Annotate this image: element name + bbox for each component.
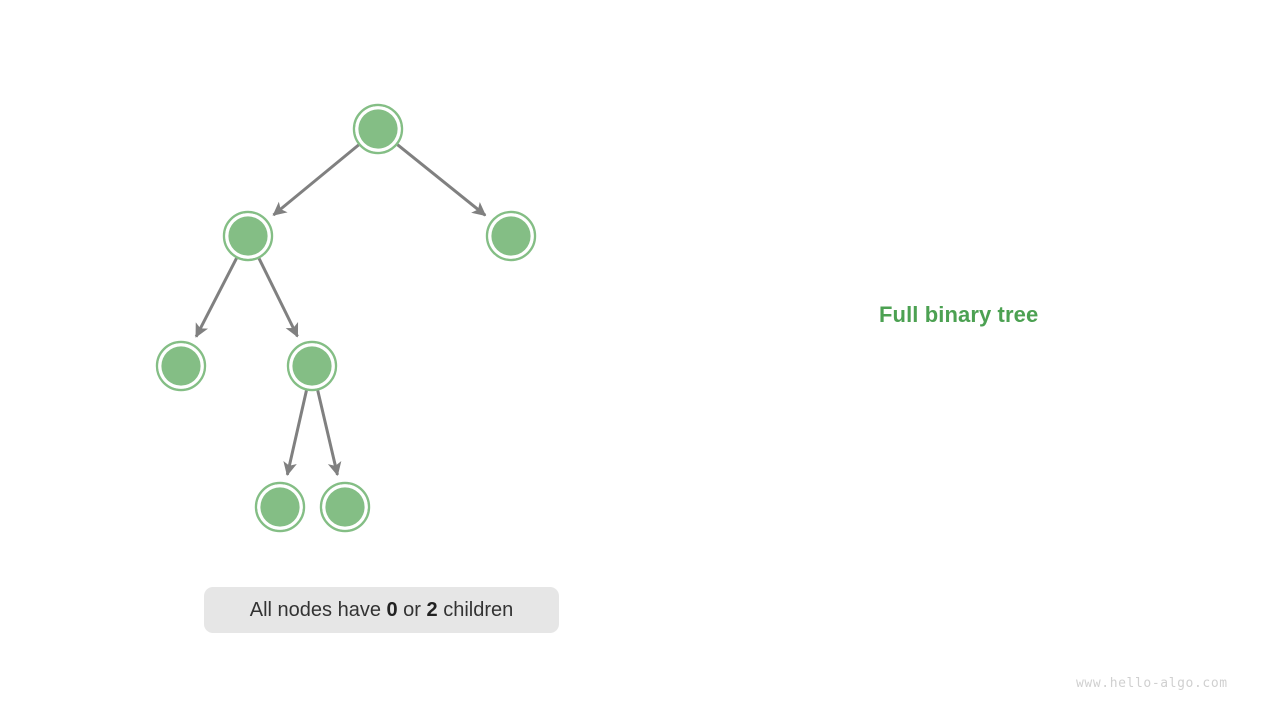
tree-node-fill xyxy=(292,346,332,386)
tree-node-inner-ring xyxy=(289,343,335,389)
tree-edge xyxy=(272,143,360,217)
tree-node-outer-ring xyxy=(254,481,306,533)
tree-node-fill xyxy=(228,216,268,256)
tree-node-outer-ring xyxy=(485,210,537,262)
tree-node-outer-ring xyxy=(222,210,274,262)
tree-node-fill xyxy=(358,109,398,149)
tree-edge xyxy=(396,143,487,217)
caption-prefix: All nodes have xyxy=(249,599,387,621)
tree-edge xyxy=(316,390,342,477)
tree-node-inner-ring xyxy=(225,213,271,259)
tree-node-inner-ring xyxy=(322,484,368,530)
tree-node-layer xyxy=(155,103,537,533)
caption-suffix: children xyxy=(437,599,514,621)
tree-node[interactable] xyxy=(485,210,537,262)
tree-node[interactable] xyxy=(286,340,338,392)
caption-middle: or xyxy=(397,599,427,621)
tree-node-inner-ring xyxy=(257,484,303,530)
tree-node[interactable] xyxy=(352,103,404,155)
tree-node[interactable] xyxy=(155,340,207,392)
tree-node[interactable] xyxy=(254,481,306,533)
tree-edge xyxy=(257,257,299,338)
tree-node-fill xyxy=(260,487,300,527)
caption-text: All nodes have 0 or 2 children xyxy=(250,600,514,620)
watermark: www.hello-algo.com xyxy=(1076,676,1228,691)
tree-node[interactable] xyxy=(222,210,274,262)
tree-node-outer-ring xyxy=(155,340,207,392)
caption-bold-two: 2 xyxy=(426,599,438,621)
tree-node-fill xyxy=(325,487,365,527)
tree-node-inner-ring xyxy=(355,106,401,152)
tree-edge xyxy=(194,257,238,338)
tree-node-inner-ring xyxy=(158,343,204,389)
tree-edge-layer xyxy=(194,143,487,477)
page-title: Full binary tree xyxy=(879,302,1039,327)
tree-node-outer-ring xyxy=(286,340,338,392)
tree-edge xyxy=(283,390,308,476)
caption-bold-zero: 0 xyxy=(386,599,398,621)
tree-node[interactable] xyxy=(319,481,371,533)
tree-node-outer-ring xyxy=(319,481,371,533)
tree-node-inner-ring xyxy=(488,213,534,259)
caption-box: All nodes have 0 or 2 children xyxy=(204,587,559,633)
tree-node-fill xyxy=(161,346,201,386)
tree-node-outer-ring xyxy=(352,103,404,155)
tree-node-fill xyxy=(491,216,531,256)
